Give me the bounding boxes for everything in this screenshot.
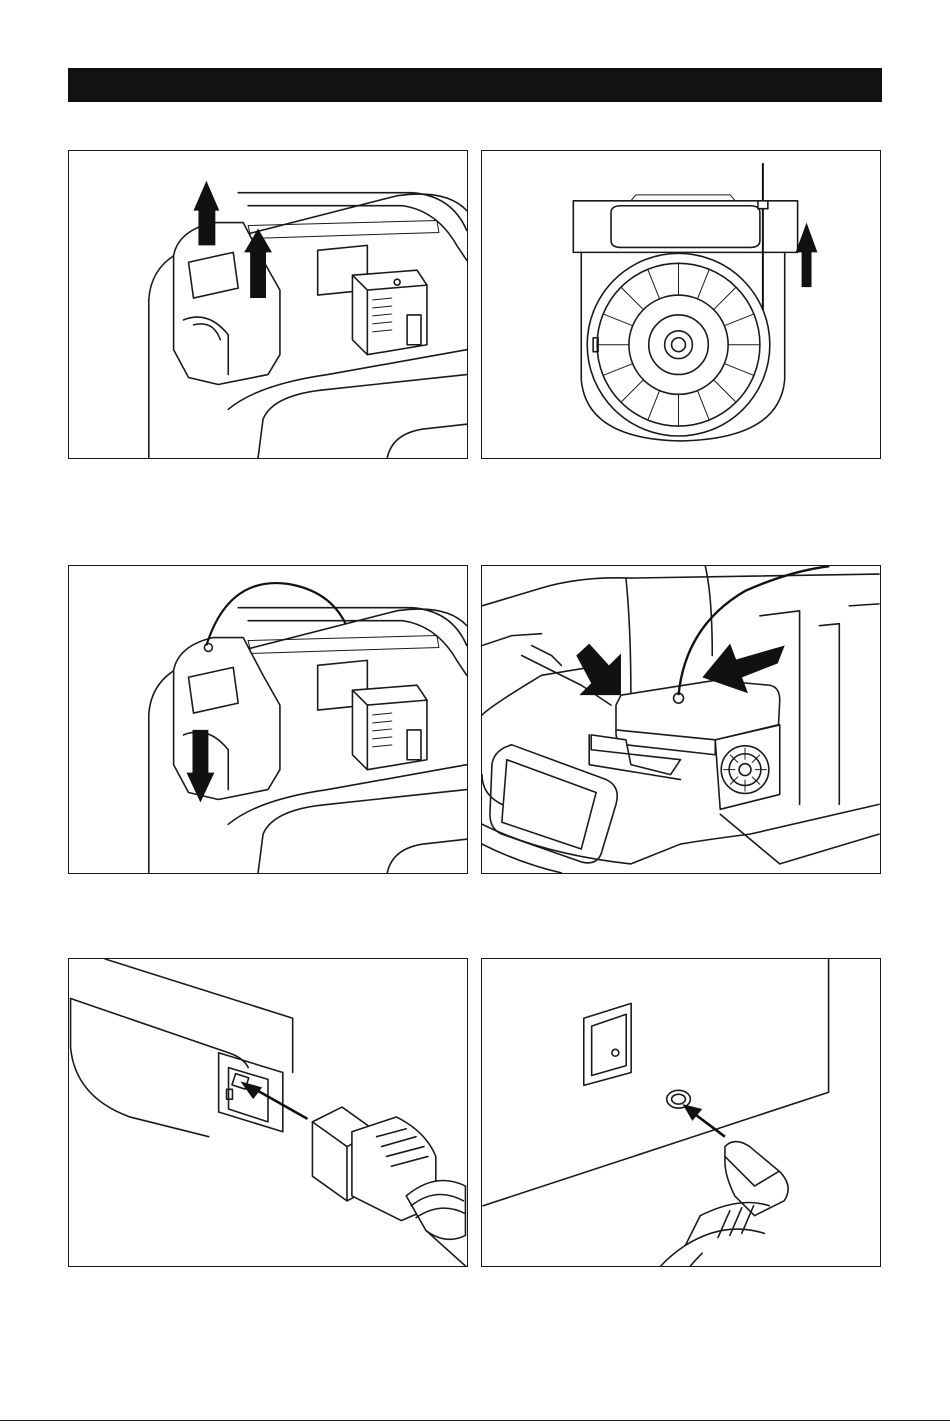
- step-2-illustration: [482, 151, 880, 458]
- up-arrow-icon: [802, 250, 812, 287]
- step-1-panel: [68, 150, 468, 459]
- step-6-panel: [481, 958, 881, 1267]
- step-1-illustration: [69, 151, 467, 458]
- step-3-illustration: [69, 566, 467, 873]
- up-arrow-icon: [250, 250, 266, 298]
- down-arrow-icon: [192, 730, 208, 775]
- step-6-illustration: [482, 959, 880, 1266]
- step-3-panel: [68, 565, 468, 874]
- page-bottom-rule: [0, 1420, 950, 1421]
- step-5-illustration: [69, 959, 467, 1266]
- step-4-panel: [481, 565, 881, 874]
- section-header-bar: [68, 68, 882, 102]
- step-5-panel: [68, 958, 468, 1267]
- diagonal-arrow-icon: [576, 644, 621, 696]
- step-2-panel: [481, 150, 881, 459]
- step-4-illustration: [482, 566, 880, 873]
